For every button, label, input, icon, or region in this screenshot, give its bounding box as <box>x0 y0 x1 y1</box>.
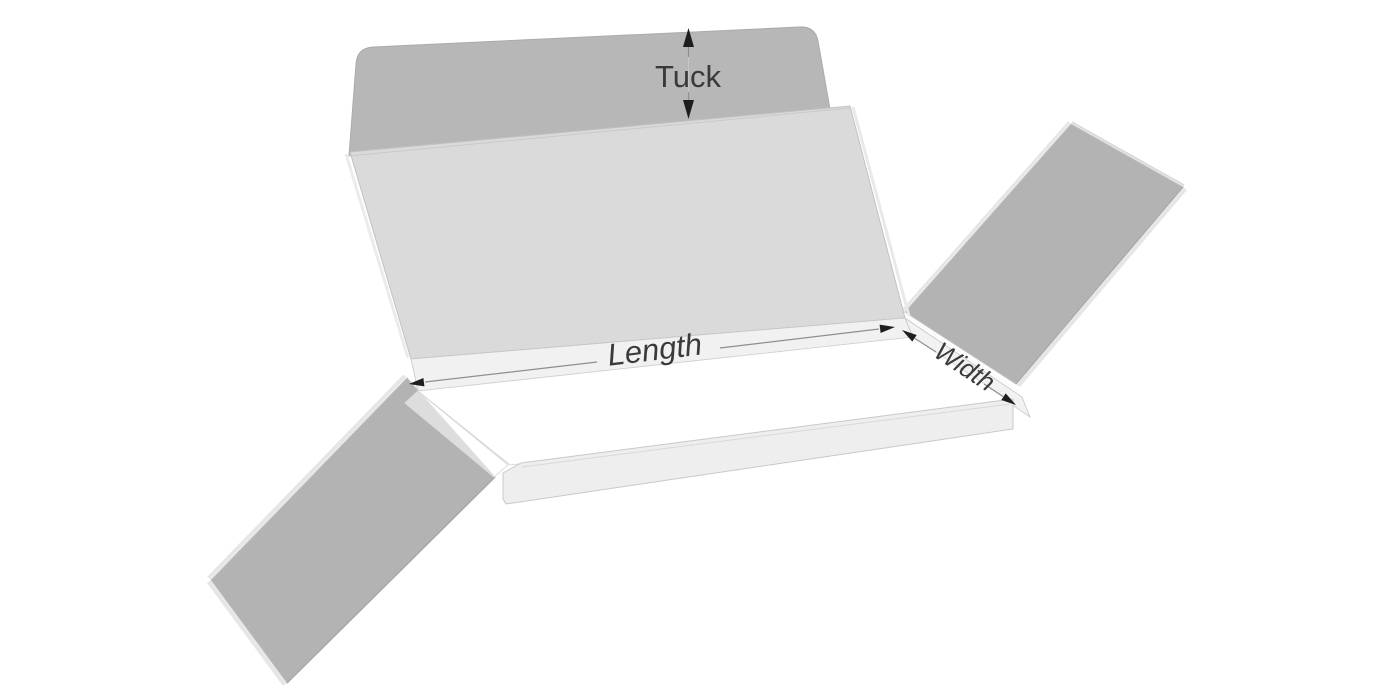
lid-right-edge-highlight <box>851 106 911 317</box>
width-dim-arrowhead-right <box>1001 393 1016 405</box>
tray-right-wall <box>904 316 1031 419</box>
right-flap-edge-shadow <box>1015 186 1184 385</box>
tray-front-wall <box>502 398 1014 505</box>
length-dim-segment-right <box>719 328 880 349</box>
right-flap-edge-highlight-topend <box>1071 121 1185 187</box>
right-side-flap <box>901 121 1187 388</box>
tuck-flap <box>348 26 831 157</box>
left-flap-edge-highlight-top <box>207 374 407 580</box>
tuck-dim-arrowhead-down <box>683 100 694 119</box>
length-dim-segment-left <box>424 361 598 383</box>
lid-left-edge-highlight <box>344 153 410 359</box>
right-flap-edge-highlight-right <box>1016 187 1187 388</box>
left-flap-edge-shadow <box>286 476 496 684</box>
lid-panel-face <box>349 105 906 360</box>
width-dim-arrowhead-left <box>902 330 917 342</box>
front-wall-rim-line <box>521 403 1011 468</box>
width-dimension-line <box>902 330 1016 405</box>
length-dimension-line <box>409 324 895 387</box>
width-dim-segment-right <box>983 383 1004 398</box>
right-wall-fold-highlight <box>905 314 1020 393</box>
lid-tuck-fold-line <box>348 107 851 157</box>
tuck-label: Tuck <box>655 59 722 94</box>
left-flap-edge-highlight-bottom <box>206 580 287 686</box>
tray <box>404 314 1031 505</box>
length-dim-arrowhead-left <box>409 378 425 387</box>
tuck-dim-arrowhead-up <box>683 28 694 47</box>
width-dim-segment-left <box>914 337 937 353</box>
tray-left-wall <box>404 390 509 478</box>
right-flap-edge-highlight-left <box>901 121 1071 312</box>
tuck-dimension-arrow <box>683 28 694 119</box>
tuck-flap-panel <box>348 26 831 157</box>
length-dim-arrowhead-right <box>879 324 895 333</box>
